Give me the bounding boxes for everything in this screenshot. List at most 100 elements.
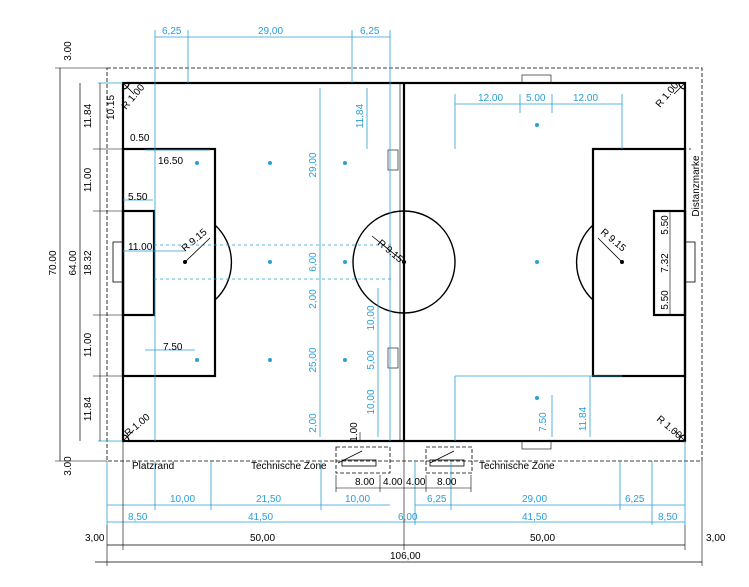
technical-zone-left	[335, 446, 391, 474]
center-marker-bottom	[387, 347, 399, 369]
dim-r-1184-v: 11.84	[578, 406, 589, 431]
label-distanzmarke: Distanzmarke	[691, 155, 702, 217]
dim-v-1184-in: 11.84	[355, 103, 366, 128]
radius-left-penalty: R 9.15	[180, 227, 210, 255]
dim-tz-800-b: 8.00	[437, 477, 457, 488]
dim-b-625-b: 6,25	[625, 494, 645, 505]
dim-tz-400-b: 4.00	[406, 477, 426, 488]
blue-dots	[195, 123, 539, 400]
dim-l-550: 5.50	[128, 192, 148, 203]
blue-dot	[535, 396, 539, 400]
right-radius-leader	[597, 237, 623, 263]
dim-r-1200-a: 12.00	[478, 93, 503, 104]
dim-r-550-b: 5.50	[660, 290, 671, 310]
label-platzrand: Platzrand	[132, 461, 174, 472]
dim-top-625-b: 6,25	[360, 26, 380, 37]
dim-rl-300-bot: 3.00	[63, 456, 74, 476]
blue-dot	[268, 161, 272, 165]
dim-rl-1184-b: 11.84	[83, 396, 94, 421]
dim-rl-1184: 11.84	[83, 103, 94, 128]
left-radius-leader	[184, 237, 211, 263]
dim-tz-800-a: 8.00	[355, 477, 375, 488]
tz-diag-left	[337, 450, 363, 464]
right-penalty-area	[591, 147, 687, 378]
blue-dot	[195, 161, 199, 165]
dim-b-850-b: 8,50	[658, 512, 678, 523]
blue-dimension-lines	[98, 30, 686, 525]
blue-dot	[535, 260, 539, 264]
left-penalty-arc	[214, 224, 233, 301]
dim-b-300-b: 3,00	[706, 533, 726, 544]
dim-v-2500: 25,00	[308, 347, 319, 372]
dim-tz-400-a: 4.00	[383, 477, 403, 488]
dim-l-050: 0.50	[130, 133, 150, 144]
dim-b-850-a: 8,50	[128, 512, 148, 523]
corner-radius-leader-tr	[673, 82, 686, 95]
radius-corner-br: R 1.00	[654, 414, 684, 442]
label-technische-zone-right: Technische Zone	[479, 461, 555, 472]
dim-b-600: 6,00	[398, 512, 418, 523]
dim-v-1000-b: 10,00	[366, 389, 377, 414]
blue-dot	[343, 161, 347, 165]
dim-v-200-a: 2,00	[308, 289, 319, 309]
dim-l-750: 7.50	[163, 342, 183, 353]
right-goal	[684, 241, 696, 283]
dim-v-500-mid: 5,00	[366, 350, 377, 370]
dim-r-732: 7.32	[660, 253, 671, 273]
dim-rl-1100-b: 11.00	[83, 332, 94, 357]
label-technische-zone-left: Technische Zone	[251, 461, 327, 472]
left-goal	[112, 241, 124, 283]
dim-tz-100: 1.00	[349, 422, 360, 442]
dim-v-600: 6,00	[308, 252, 319, 272]
dim-rl-6400: 64.00	[68, 250, 79, 275]
tz-diag-right	[429, 450, 455, 464]
dim-l-1100: 11.00	[128, 242, 153, 253]
dim-r-750: 7.50	[538, 412, 549, 432]
dim-b-1000-b: 10,00	[345, 494, 370, 505]
center-marker-top	[387, 149, 399, 171]
dim-b-10600: 106,00	[390, 551, 421, 562]
dim-v-2900: 29,00	[308, 152, 319, 177]
blue-dot	[535, 123, 539, 127]
blue-dot	[268, 358, 272, 362]
top-right-marker	[521, 74, 552, 84]
left-goal-area	[121, 209, 156, 317]
dim-rl-1832: 18.32	[83, 250, 94, 275]
dim-b-2900: 29,00	[522, 494, 547, 505]
corner-radius-leader-br	[673, 429, 686, 442]
blue-dot	[268, 260, 272, 264]
dim-l-1650: 16.50	[158, 156, 183, 167]
dim-r-550-a: 5.50	[660, 215, 671, 235]
dim-b-1000-a: 10,00	[170, 494, 195, 505]
radius-corner-bl: R 1.00	[123, 412, 153, 440]
dim-b-4150-a: 41,50	[248, 512, 273, 523]
outer-dashed-border	[106, 67, 703, 462]
bench-left	[341, 459, 377, 467]
center-circle	[352, 210, 456, 314]
blue-dot	[195, 358, 199, 362]
dim-b-625-a: 6,25	[427, 494, 447, 505]
dim-b-2150: 21,50	[256, 494, 281, 505]
radius-right-penalty: R 9.15	[598, 227, 628, 255]
dim-r-1200-b: 12.00	[573, 93, 598, 104]
dim-rl-300-top: 3.00	[63, 41, 74, 61]
dim-b-5000-b: 50,00	[530, 533, 555, 544]
blue-dot	[343, 358, 347, 362]
dim-l-1015: 10.15	[106, 95, 117, 120]
dim-rl-1100-a: 11.00	[83, 167, 94, 192]
dim-v-200-b: 2,00	[308, 413, 319, 433]
corner-radius-leader-tl	[122, 82, 135, 95]
bottom-right-marker	[521, 440, 552, 450]
corner-radius-leader-bl	[122, 429, 135, 442]
dim-top-2900: 29,00	[258, 26, 283, 37]
dim-v-1000-a: 10,00	[366, 305, 377, 330]
dim-rl-7000: 70.00	[48, 250, 59, 275]
dim-b-4150-b: 41,50	[522, 512, 547, 523]
blue-dot	[343, 260, 347, 264]
dim-b-5000-a: 50,00	[250, 533, 275, 544]
dim-b-300-a: 3,00	[85, 533, 105, 544]
dim-top-625-a: 6,25	[162, 26, 182, 37]
black-dimension-lines	[55, 67, 703, 566]
